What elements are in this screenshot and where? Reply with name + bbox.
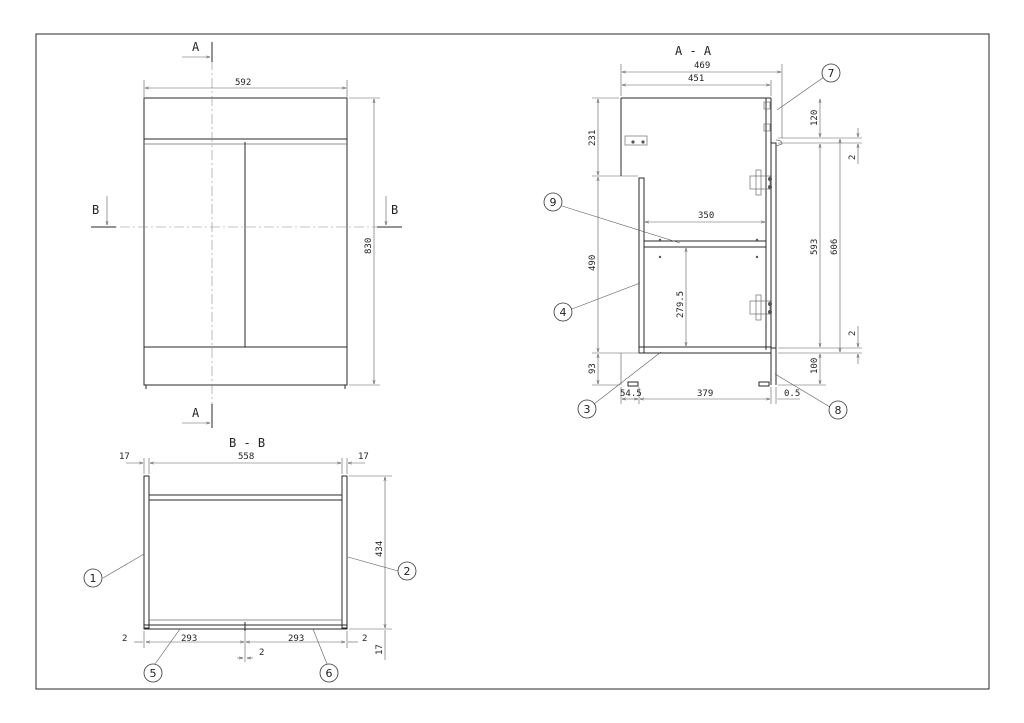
aa-plinth-right-dim: 100 <box>810 358 820 374</box>
aa-shelf-depth-dim: 350 <box>698 211 714 221</box>
bb-side-right-dim: 17 <box>358 452 369 462</box>
callout-6: 6 <box>319 663 339 683</box>
front-width-dim: 592 <box>235 78 251 88</box>
side-panel-left <box>143 475 150 629</box>
side-panel-right <box>341 475 348 629</box>
cabinet-outline <box>143 97 348 386</box>
callout-8: 8 <box>828 400 848 420</box>
front-height-dim: 830 <box>364 238 374 254</box>
sheet-border <box>35 33 990 690</box>
svg-text:3: 3 <box>584 403 591 416</box>
aa-foot-setback-dim: 54.5 <box>620 389 642 399</box>
aa-base-depth-dim: 379 <box>697 389 713 399</box>
svg-text:2: 2 <box>404 565 411 578</box>
aa-front-offset-dim: 0.5 <box>784 389 800 399</box>
callout-4: 4 <box>553 302 573 322</box>
aa-gap-bottom-dim: 2 <box>848 331 858 336</box>
section-aa-title: A - A <box>675 44 712 58</box>
shelf-9 <box>643 240 767 248</box>
section-bb-title: B - B <box>229 436 265 450</box>
bb-gap-left-dim: 2 <box>122 634 127 644</box>
section-b-right-label: B <box>391 203 398 217</box>
section-aa-view: A - A <box>561 44 862 408</box>
section-b-left-label: B <box>92 203 99 217</box>
svg-text:5: 5 <box>150 667 157 680</box>
svg-text:4: 4 <box>560 306 567 319</box>
front-view: A A B B 592 830 <box>91 40 402 428</box>
door-hinge-lower <box>749 294 772 321</box>
callout-5: 5 <box>143 663 163 683</box>
bb-gap-right-dim: 2 <box>362 634 367 644</box>
bb-inner-width-dim: 558 <box>238 452 254 462</box>
bb-side-left-dim: 17 <box>119 452 130 462</box>
svg-text:8: 8 <box>835 404 842 417</box>
aa-gap-top-dim: 2 <box>848 155 858 160</box>
aa-door-outer-dim: 606 <box>830 239 840 255</box>
aa-shelf-height-dim: 279.5 <box>676 291 686 318</box>
aa-plinth-left-dim: 93 <box>588 363 598 374</box>
aa-overall-depth-dim: 469 <box>694 61 710 71</box>
bb-depth-dim: 434 <box>375 541 385 557</box>
callout-7: 7 <box>821 63 841 83</box>
bb-bottom-thk-dim: 17 <box>375 644 385 655</box>
aa-front-top-dim: 120 <box>810 110 820 126</box>
callout-9: 9 <box>543 192 563 212</box>
aa-body-depth-dim: 451 <box>688 74 704 84</box>
svg-text:9: 9 <box>550 196 557 209</box>
section-a-bottom-label: A <box>192 406 200 420</box>
bb-door-right-dim: 293 <box>288 634 304 644</box>
callout-1: 1 <box>83 568 103 588</box>
hinge-bracket <box>624 135 648 146</box>
aa-door-inner-dim: 593 <box>810 239 820 255</box>
svg-text:7: 7 <box>828 67 835 80</box>
section-a-top-label: A <box>192 40 200 54</box>
door-hinge-upper <box>749 169 772 196</box>
callout-3: 3 <box>577 399 597 419</box>
aa-drawer-zone-dim: 490 <box>588 255 598 271</box>
callout-2: 2 <box>397 561 417 581</box>
bb-center-gap-dim: 2 <box>259 648 264 658</box>
back-panel-4 <box>638 177 645 354</box>
door-panel-side <box>770 142 777 349</box>
svg-text:1: 1 <box>90 572 97 585</box>
svg-text:6: 6 <box>326 667 333 680</box>
section-bb-view: B - B 17 558 17 434 17 <box>102 436 399 665</box>
bb-door-left-dim: 293 <box>181 634 197 644</box>
bottom-panel-3 <box>638 346 772 354</box>
aa-top-zone-dim: 231 <box>588 130 598 146</box>
